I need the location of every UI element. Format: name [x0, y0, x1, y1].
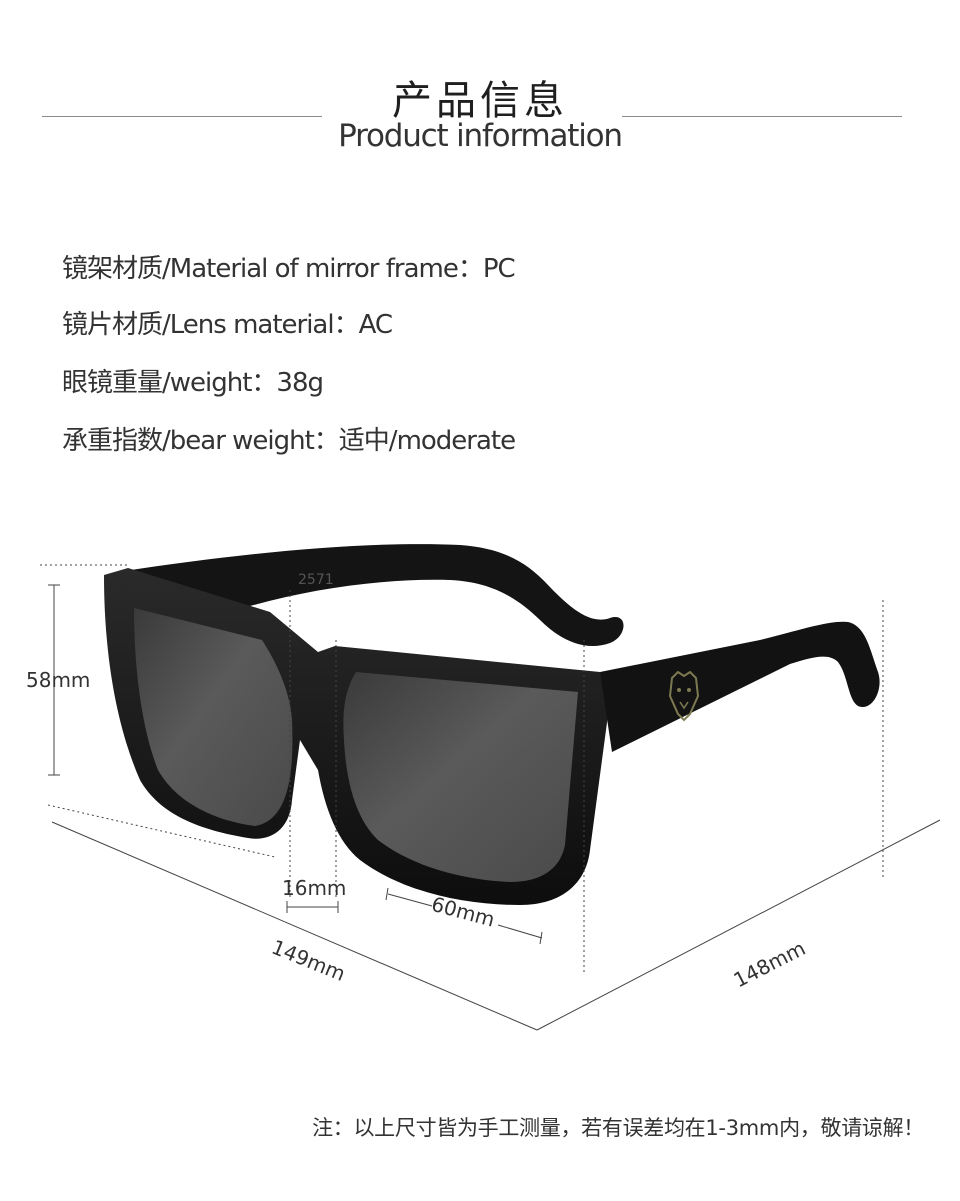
right-lens [343, 672, 578, 882]
front-frame [104, 568, 610, 905]
header-rule-right [622, 116, 902, 117]
front-width-label: 149mm [268, 935, 349, 986]
temple-length-dimension-line [536, 819, 941, 1031]
measurement-note: 注：以上尺寸皆为手工测量，若有误差均在1-3mm内，敬请谅解！ [312, 1116, 924, 1140]
spec-lens-material: 镜片材质/Lens material：AC [62, 310, 393, 340]
header-rule-left [42, 116, 322, 117]
section-title-cn: 产品信息 [392, 78, 568, 124]
bridge-label: 16mm [282, 876, 346, 900]
spec-bear-weight: 承重指数/bear weight：适中/moderate [62, 426, 516, 456]
lens-width-dimension-line [387, 893, 433, 907]
section-title-en: Product information [338, 118, 623, 154]
spec-weight: 眼镜重量/weight：38g [62, 368, 324, 398]
model-number: 2571 [298, 572, 334, 588]
right-temple [600, 621, 880, 752]
spec-frame-material: 镜架材质/Material of mirror frame：PC [62, 254, 516, 284]
left-temple: 2571 [118, 544, 624, 647]
height-label: 58mm [26, 668, 90, 692]
front-width-dimension-line [51, 821, 538, 1031]
temple-length-label: 148mm [730, 936, 810, 992]
left-lens [134, 608, 293, 826]
tiger-head-icon [668, 670, 700, 722]
